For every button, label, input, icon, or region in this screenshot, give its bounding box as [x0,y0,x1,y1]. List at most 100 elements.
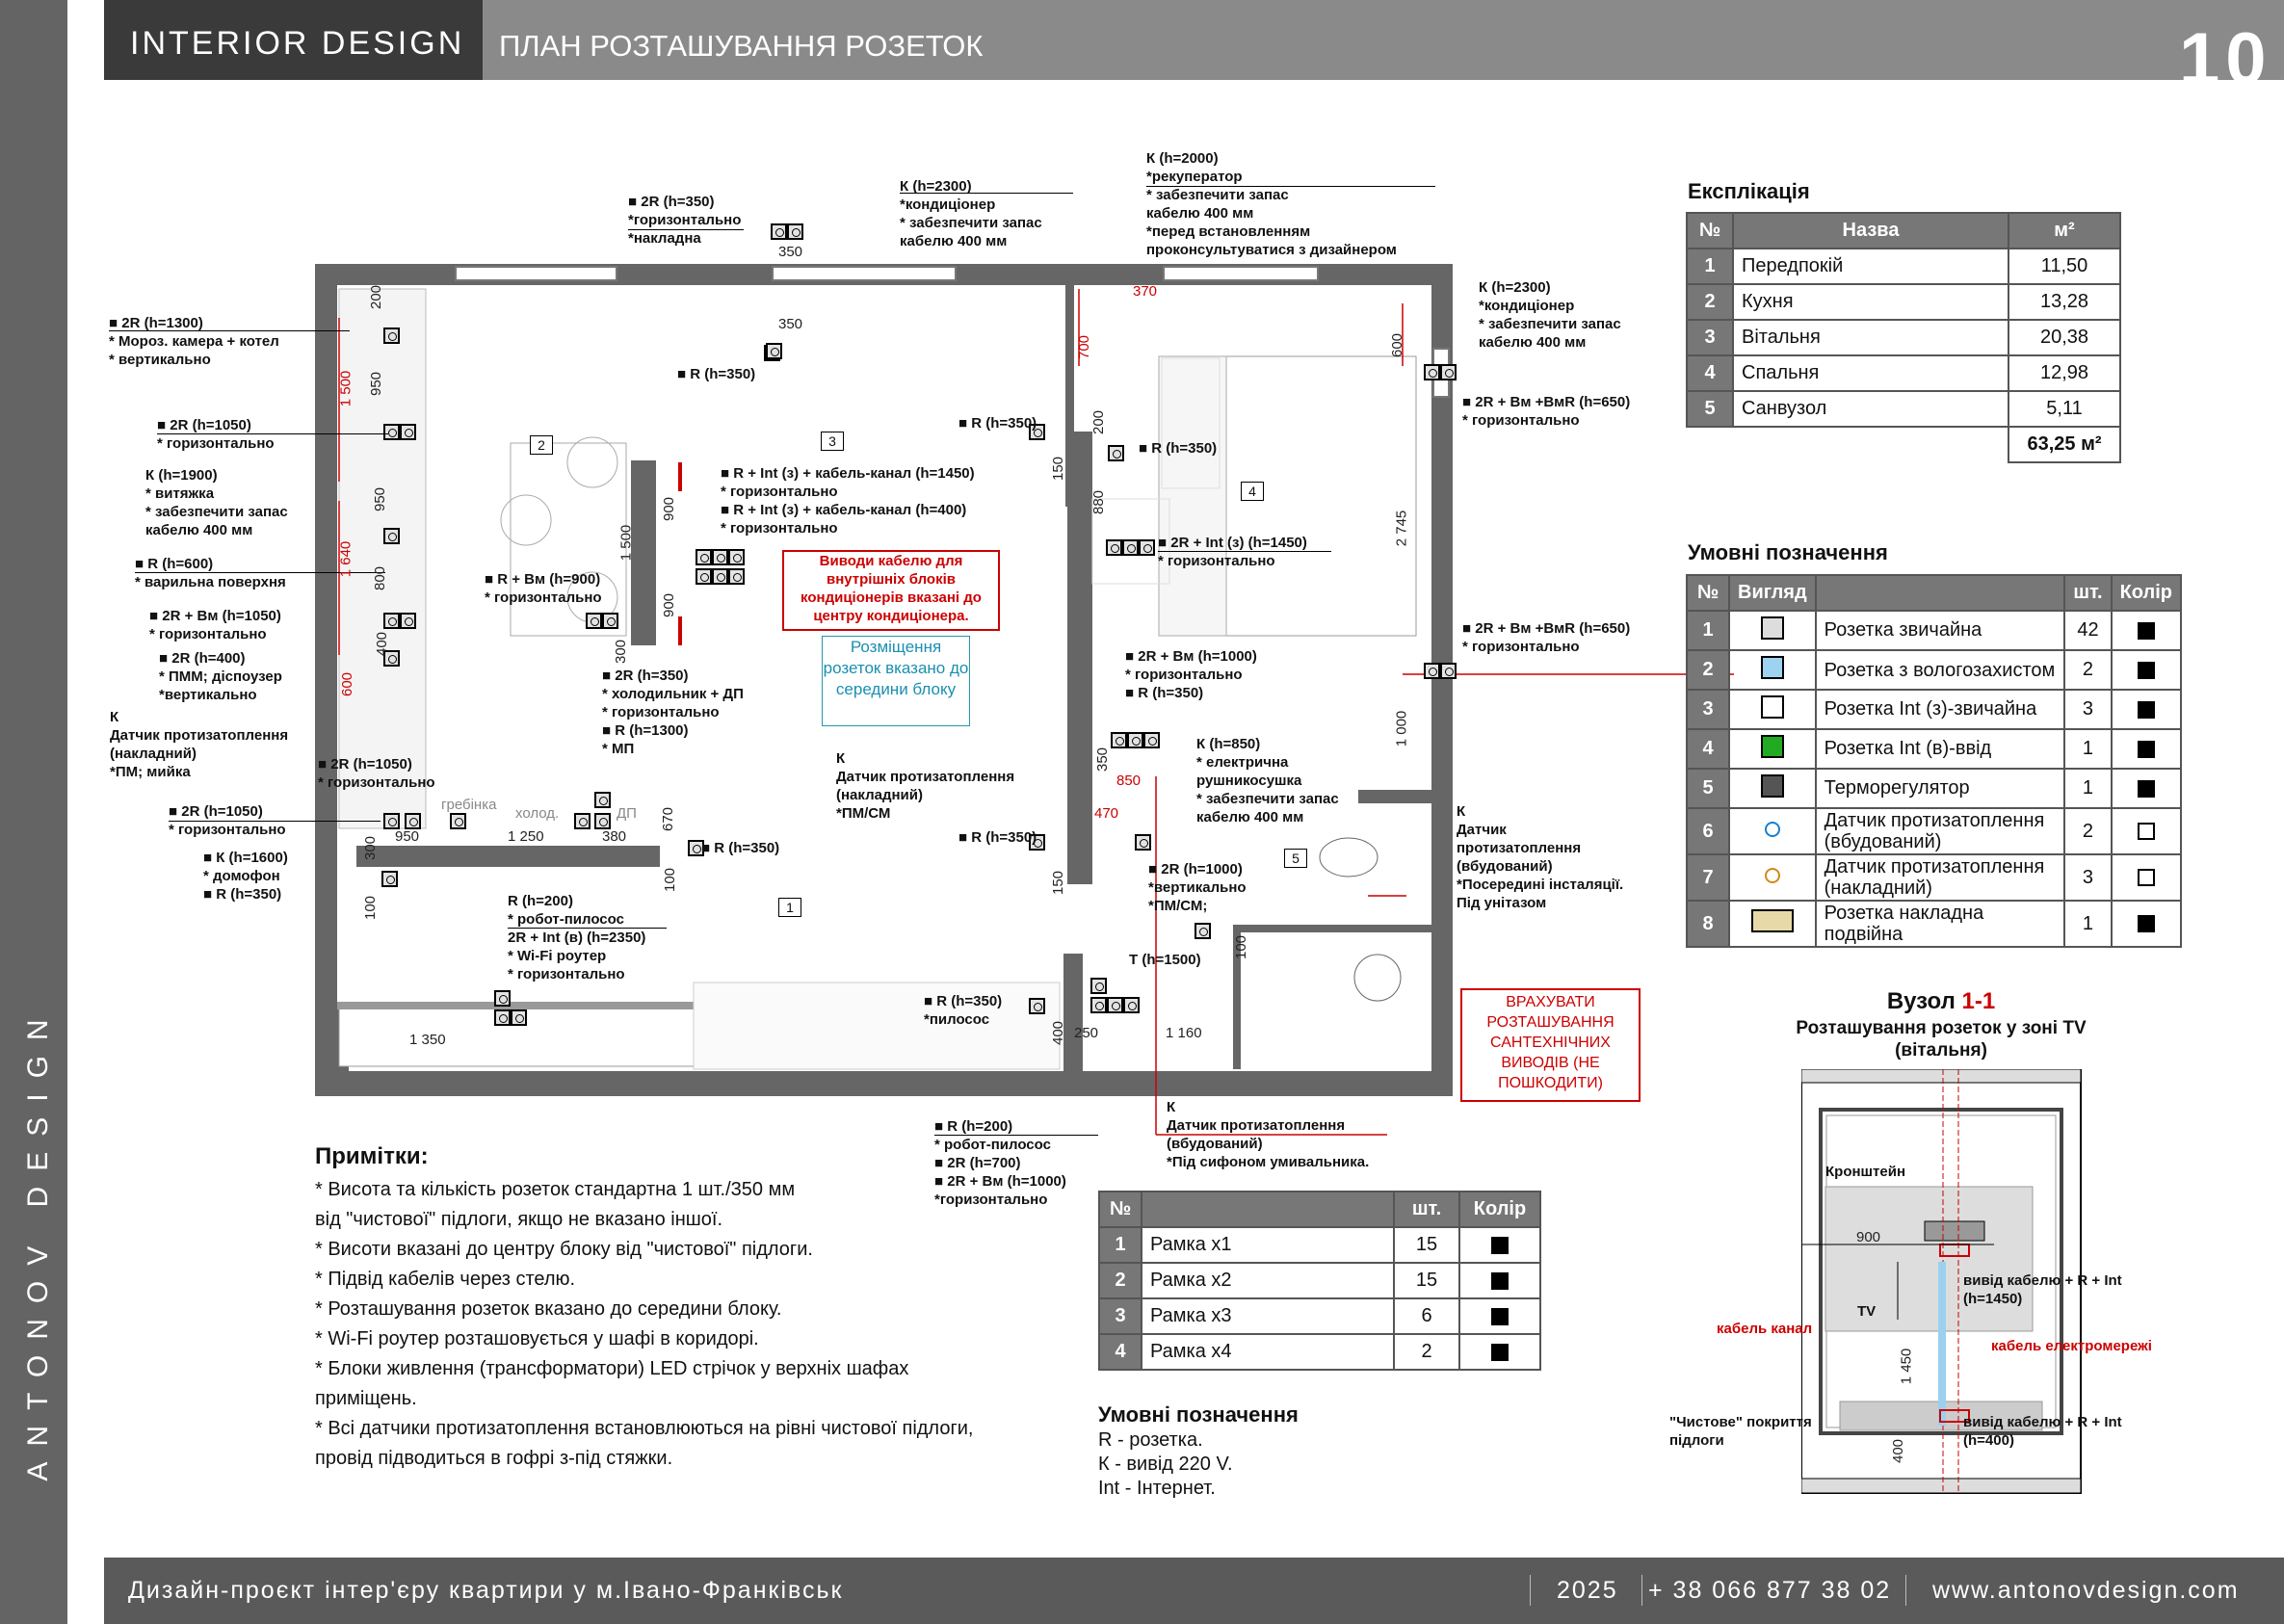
leader-line [169,821,381,822]
wall-bath-t [1241,925,1433,932]
frame-qty: 15 [1393,1226,1460,1264]
header-title: INTERIOR DESIGN [130,25,465,62]
legend-qty: 3 [2063,853,2113,902]
socket-icon [1029,998,1045,1014]
label-k-1600: ■ К (h=1600) * домофон ■ R (h=350) [203,850,288,903]
label-2r-vm-1050: ■ 2R + Вм (h=1050) * горизонтально [149,608,281,642]
row-number: 2 [1098,1262,1142,1299]
legend-name: Розетка Int (в)-ввід [1814,728,2066,770]
dim: 1 640 [337,540,354,578]
socket-icon [1139,539,1155,556]
dim: 1 500 [617,524,635,562]
label-sensor-sink: К Датчик протизатоплення (вбудований) *П… [1167,1099,1370,1170]
color-swatch [1491,1236,1509,1254]
legend-qty: 42 [2063,610,2113,651]
legend-qty: 1 [2063,900,2113,948]
dim: 350 [778,316,803,332]
dim: 900 [661,496,678,522]
label-2r-vm-650: ■ 2R + Вм +ВмR (h=650) * горизонтально [1462,394,1631,429]
socket-icon [1111,732,1127,748]
sidebar [0,0,67,1624]
floor-label: "Чистове" покриття підлоги [1669,1414,1812,1449]
room-name: Спальня [1732,354,2009,392]
dim: 470 [1094,805,1119,822]
socket-icon [1127,732,1143,748]
row-number: 4 [1686,354,1734,392]
tv-label: TV [1857,1303,1877,1320]
room-area: 13,28 [2008,283,2121,321]
footer-website[interactable]: www.antonovdesign.com [1932,1577,2240,1604]
tv-wall [631,460,656,645]
socket-icon [1440,364,1457,380]
socket-icon [383,424,400,440]
color-swatch [1491,1343,1509,1361]
page-number: 10 [2179,18,2272,100]
dim: 950 [395,828,420,845]
socket-icon [383,650,400,667]
note-line: * Всі датчики протизатоплення встановлюю… [315,1418,974,1439]
dim: 850 [1116,773,1142,789]
furniture-label: холод. [515,805,560,822]
kitchen-counter-wall [356,846,660,867]
socket-icon [712,568,728,585]
socket-icon [405,813,421,829]
room-area: 20,38 [2008,319,2121,356]
row-number: 7 [1686,853,1730,902]
dim: 400 [1890,1438,1907,1464]
dim: 950 [372,486,389,512]
row-number: 6 [1686,807,1730,855]
room-area: 5,11 [2008,390,2121,428]
label-2r-vm-650-b: ■ 2R + Вм +ВмR (h=650) * горизонтально [1462,620,1631,655]
socket-icon [1090,978,1107,994]
socket-icon [400,613,416,629]
leader-line [900,193,1073,194]
col-header: № [1098,1191,1142,1228]
note-line: * Блоки живлення (трансформатори) LED ст… [315,1358,909,1379]
leader-line [109,330,350,331]
leader-line [135,572,385,573]
socket-icon [712,549,728,565]
label-r-350: ■ R (h=350) [677,366,756,382]
label-sensor-toilet: К Датчик протизатоплення (вбудований) *П… [1457,803,1624,911]
wall-bath-l [1233,925,1241,1069]
socket-icon [381,871,398,887]
room-number: 1 [778,898,801,917]
surface-sensor-icon [1764,867,1780,883]
legend-name: Розетка Int (з)-звичайна [1814,689,2066,730]
socket-icon [594,813,611,829]
col-header: шт. [2063,574,2113,612]
dim: 370 [1133,283,1158,300]
dim: 1 500 [337,370,354,407]
socket-icon [696,549,712,565]
label-sensor-living: К Датчик протизатоплення (накладний) *ПМ… [836,750,1015,822]
note-line: * Wi-Fi роутер розташовується у шафі в к… [315,1328,759,1349]
col-header: шт. [1393,1191,1460,1228]
dim: 250 [1074,1025,1099,1041]
footer-separator [1530,1575,1531,1606]
socket-icon [1029,834,1045,851]
footer: Дизайн-проєкт інтер'єру квартири у м.Іва… [104,1558,2284,1624]
socket-icon [1440,663,1457,679]
furniture-label: гребінка [441,797,497,813]
socket-icon [383,813,400,829]
frame-qty: 2 [1393,1333,1460,1371]
node-subtitle: Розташування розеток у зоні TV (вітальня… [1796,1018,2087,1061]
dim: 300 [362,835,380,861]
room-number: 4 [1241,482,1264,501]
leader-line [157,433,388,434]
socket-icon [494,1009,511,1026]
leader-line [508,928,667,929]
note-line: провід підводиться в гофрі з-під стяжки. [315,1448,673,1469]
wall-bath-t2 [1358,790,1433,803]
label-r-600: ■ R (h=600) * варильна поверхня [135,556,286,590]
label-r-350-b: ■ R (h=350) [958,415,1037,432]
label-2r-vm-1000: ■ 2R + Вм (h=1000) * горизонтально ■ R (… [1125,648,1257,701]
label-k-850: К (h=850) * електрична рушникосушка * за… [1196,736,1339,825]
legend-name: Розетка накладна подвійна [1814,900,2066,948]
leader-line [1158,551,1331,552]
outlet-400: вивід кабелю + R + Int (h=400) [1963,1414,2122,1449]
color-swatch [2137,661,2155,679]
built-in-sensor-icon [1764,821,1780,837]
room-name: Передпокій [1732,248,2009,285]
